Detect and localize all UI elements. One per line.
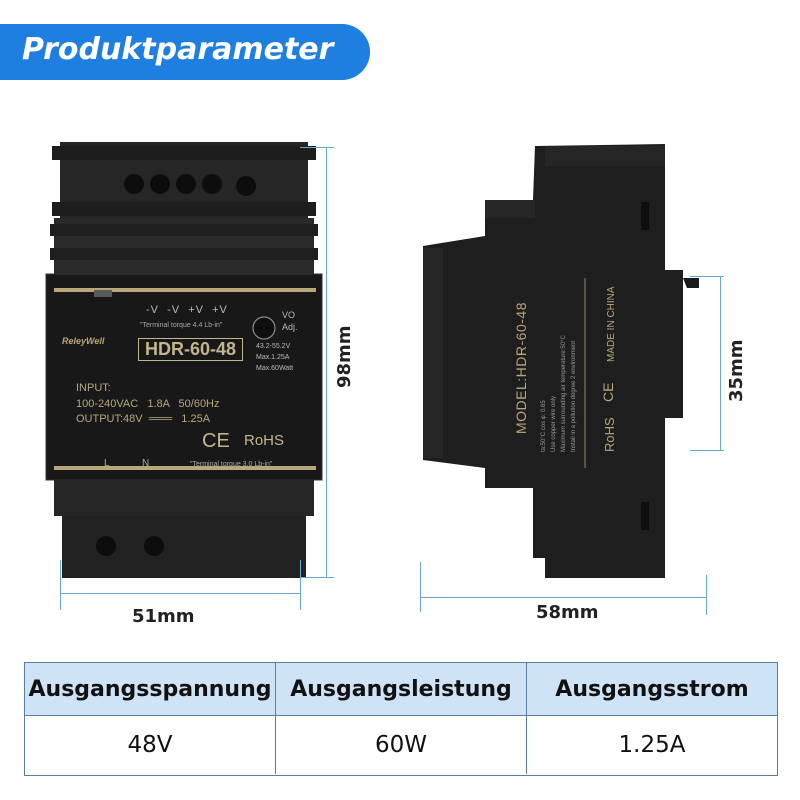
top-terminal-screws bbox=[124, 174, 256, 196]
front-torque-top: "Terminal torque 4.4 Lb-in" bbox=[140, 322, 223, 329]
front-model: HDR-60-48 bbox=[138, 338, 244, 361]
table-row: 48V 60W 1.25A bbox=[25, 716, 777, 774]
dim-front-width-tick-left bbox=[60, 560, 61, 610]
dim-front-height-label: 98mm bbox=[334, 325, 355, 388]
dim-front-width-line bbox=[60, 593, 300, 594]
dim-front-width-label: 51mm bbox=[132, 606, 195, 627]
side-view-device bbox=[423, 144, 699, 578]
dim-side-height-label: 35mm bbox=[726, 339, 747, 402]
front-output-value: OUTPUT:48V ═══ 1.25A bbox=[76, 413, 211, 425]
dim-side-depth-line bbox=[420, 597, 706, 598]
table-header-row: Ausgangsspannung Ausgangsleistung Ausgan… bbox=[25, 663, 777, 716]
side-fine-print-3: Maximum surrounding air temperature:50°C bbox=[561, 335, 567, 452]
parameters-table: Ausgangsspannung Ausgangsleistung Ausgan… bbox=[24, 662, 778, 776]
dim-front-height-tick-bottom bbox=[300, 577, 334, 578]
dim-front-width-tick-right bbox=[300, 560, 301, 610]
side-made-in-china: MADE IN CHINA bbox=[606, 286, 617, 362]
side-fine-print-2: Use copper wire only bbox=[551, 395, 557, 452]
front-terminal-n: N bbox=[142, 458, 150, 469]
front-spec-voltage: 43.2-55.2V bbox=[256, 343, 291, 350]
front-input-value: 100-240VAC 1.8A 50/60Hz bbox=[76, 398, 220, 410]
table-header-cell: Ausgangsstrom bbox=[526, 663, 777, 715]
dim-front-height-line bbox=[326, 147, 327, 577]
bottom-terminal-screw-l bbox=[96, 536, 116, 556]
dim-side-depth-label: 58mm bbox=[536, 602, 599, 623]
table-cell: 60W bbox=[275, 716, 526, 774]
front-spec-power: Max.60Watt bbox=[256, 365, 294, 372]
front-rohs-mark: RoHS bbox=[244, 432, 285, 449]
adjust-knob-icon bbox=[252, 316, 276, 340]
dim-front-height-tick-top bbox=[300, 147, 334, 148]
side-rohs-mark: RoHS bbox=[602, 417, 617, 452]
side-fine-print-1: ta:50°C cos φ: 0.65 bbox=[541, 400, 547, 452]
header-banner: Produktparameter bbox=[0, 24, 370, 80]
side-model: MODEL:HDR-60-48 bbox=[513, 302, 529, 434]
front-adj-label: Adj. bbox=[282, 322, 298, 332]
side-fine-print-4: Install in a pollution degree 2 environm… bbox=[571, 340, 577, 452]
dim-side-height-tick-top bbox=[690, 276, 724, 277]
table-header-cell: Ausgangsleistung bbox=[275, 663, 526, 715]
front-input-label: INPUT: bbox=[76, 382, 111, 394]
dim-side-height-tick-bottom bbox=[690, 450, 724, 451]
front-terminals-top: -V -V +V +V bbox=[146, 304, 228, 316]
front-brand-logo: ReleyWell bbox=[62, 336, 105, 346]
banner-title: Produktparameter bbox=[22, 32, 334, 67]
side-ce-mark: CE bbox=[600, 382, 616, 402]
dim-side-depth-tick-left bbox=[420, 562, 421, 612]
table-header-cell: Ausgangsspannung bbox=[28, 676, 272, 702]
front-ce-mark: CE bbox=[202, 430, 230, 452]
table-cell: 48V bbox=[127, 732, 173, 758]
front-vo-label: VO bbox=[282, 310, 296, 320]
front-spec-current: Max.1.25A bbox=[256, 354, 290, 361]
dim-side-height-line bbox=[720, 276, 721, 450]
front-view-device bbox=[45, 142, 323, 578]
bottom-terminal-screw-n bbox=[144, 536, 164, 556]
front-terminal-l: L bbox=[104, 458, 110, 469]
dim-side-depth-tick-right bbox=[706, 575, 707, 615]
front-torque-bottom: "Terminal torque 3.0 Lb-in" bbox=[190, 461, 273, 468]
table-cell: 1.25A bbox=[526, 716, 777, 774]
